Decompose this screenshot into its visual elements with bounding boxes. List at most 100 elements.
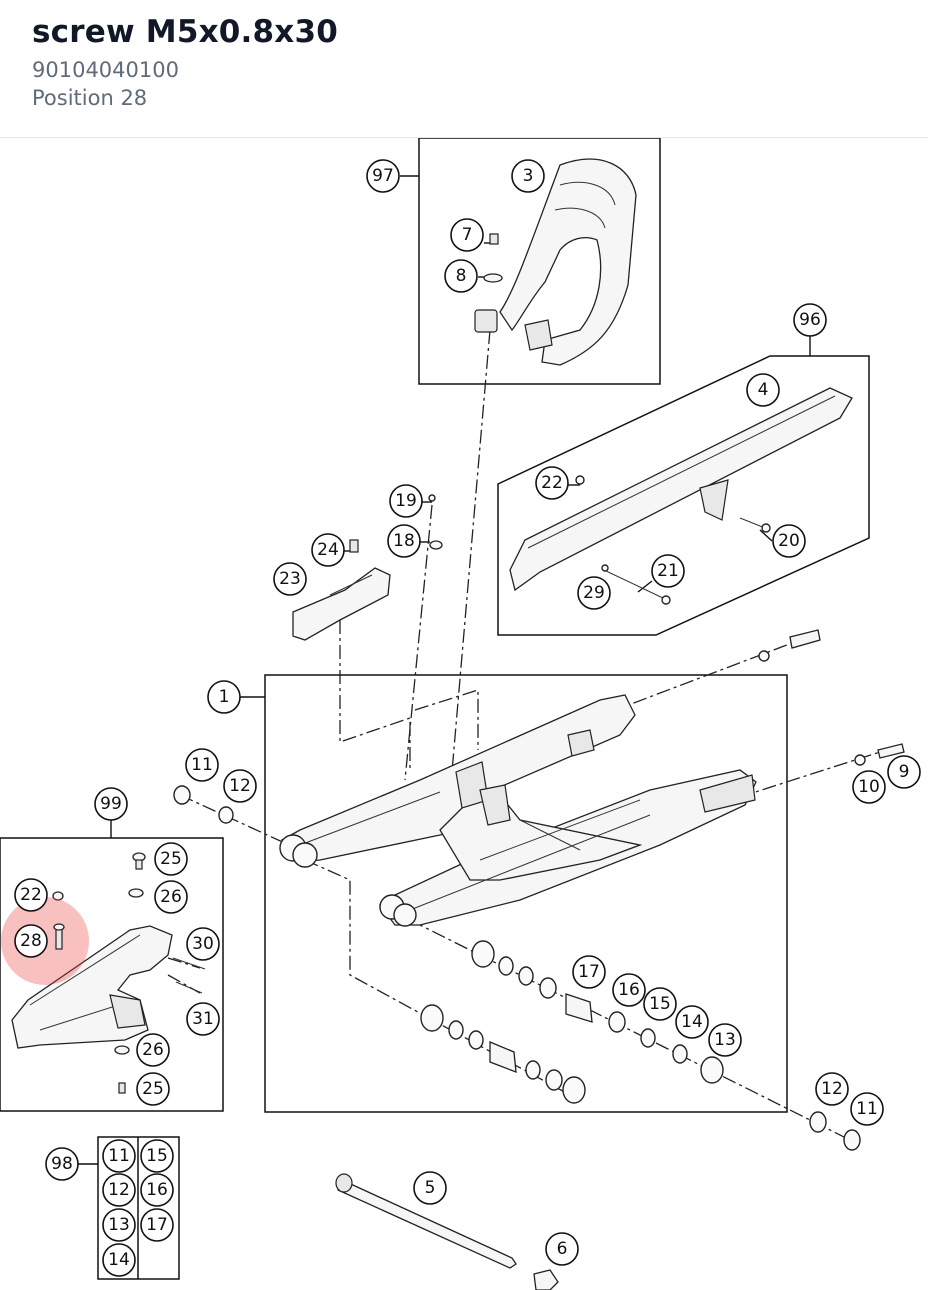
callout-5[interactable]: 5 bbox=[413, 1171, 447, 1205]
callout-17[interactable]: 17 bbox=[572, 955, 606, 989]
callout-7[interactable]: 7 bbox=[450, 218, 484, 252]
svg-text:14: 14 bbox=[108, 1250, 130, 1270]
callout-96[interactable]: 96 bbox=[793, 303, 827, 337]
callout-29[interactable]: 29 bbox=[577, 576, 611, 610]
svg-text:16: 16 bbox=[146, 1180, 168, 1200]
svg-text:1: 1 bbox=[219, 687, 230, 707]
svg-text:3: 3 bbox=[523, 166, 534, 186]
group-box-97 bbox=[418, 138, 661, 385]
callout-30[interactable]: 30 bbox=[186, 927, 220, 961]
svg-text:25: 25 bbox=[142, 1079, 164, 1099]
svg-text:17: 17 bbox=[578, 962, 600, 982]
svg-text:24: 24 bbox=[317, 540, 339, 560]
callout-23[interactable]: 23 bbox=[273, 562, 307, 596]
svg-text:30: 30 bbox=[192, 934, 214, 954]
callout-98-12[interactable]: 12 bbox=[102, 1173, 136, 1207]
svg-text:16: 16 bbox=[618, 980, 640, 1000]
exploded-parts-diagram: 97 3 7 8 96 4 22 20 21 29 19 18 24 23 1 … bbox=[0, 138, 921, 1290]
callout-1[interactable]: 1 bbox=[207, 680, 241, 714]
svg-text:22: 22 bbox=[541, 473, 563, 493]
callout-98-11[interactable]: 11 bbox=[102, 1139, 136, 1173]
callout-31[interactable]: 31 bbox=[186, 1002, 220, 1036]
callout-98-15[interactable]: 15 bbox=[140, 1139, 174, 1173]
chain-slider-part bbox=[292, 494, 443, 641]
svg-text:12: 12 bbox=[108, 1180, 130, 1200]
callout-21[interactable]: 21 bbox=[651, 554, 685, 588]
callout-12-left[interactable]: 12 bbox=[223, 769, 257, 803]
svg-text:26: 26 bbox=[160, 887, 182, 907]
callout-14[interactable]: 14 bbox=[675, 1005, 709, 1039]
svg-text:96: 96 bbox=[799, 310, 821, 330]
callout-4[interactable]: 4 bbox=[746, 373, 780, 407]
callout-97[interactable]: 97 bbox=[366, 159, 400, 193]
svg-text:11: 11 bbox=[108, 1146, 130, 1166]
svg-text:29: 29 bbox=[583, 583, 605, 603]
group-box-1 bbox=[264, 674, 788, 1113]
part-position: Position 28 bbox=[32, 86, 148, 110]
callout-98-16[interactable]: 16 bbox=[140, 1173, 174, 1207]
part-header: screw M5x0.8x30 90104040100 Position 28 bbox=[0, 0, 928, 138]
callout-3[interactable]: 3 bbox=[511, 159, 545, 193]
svg-text:11: 11 bbox=[191, 755, 213, 775]
callout-99[interactable]: 99 bbox=[94, 787, 128, 821]
callout-98[interactable]: 98 bbox=[45, 1147, 79, 1181]
svg-text:12: 12 bbox=[229, 776, 251, 796]
chain-guard-part bbox=[509, 387, 853, 605]
part-number: 90104040100 bbox=[32, 58, 179, 82]
callout-25-bottom[interactable]: 25 bbox=[136, 1072, 170, 1106]
svg-text:18: 18 bbox=[393, 531, 415, 551]
svg-text:22: 22 bbox=[20, 885, 42, 905]
callout-24[interactable]: 24 bbox=[311, 533, 345, 567]
callout-98-14[interactable]: 14 bbox=[102, 1243, 136, 1277]
callout-22-chain-guard[interactable]: 22 bbox=[535, 466, 569, 500]
callout-98-17[interactable]: 17 bbox=[140, 1208, 174, 1242]
svg-text:26: 26 bbox=[142, 1040, 164, 1060]
svg-text:98: 98 bbox=[51, 1154, 73, 1174]
callout-98-13[interactable]: 13 bbox=[102, 1208, 136, 1242]
callout-22-chain-slide[interactable]: 22 bbox=[14, 878, 48, 912]
callout-12-right[interactable]: 12 bbox=[815, 1072, 849, 1106]
svg-text:28: 28 bbox=[20, 931, 42, 951]
chain-guide-part bbox=[474, 158, 637, 366]
callout-26-bottom[interactable]: 26 bbox=[136, 1033, 170, 1067]
svg-text:8: 8 bbox=[456, 266, 467, 286]
swingarm-part bbox=[279, 694, 757, 927]
svg-text:15: 15 bbox=[649, 994, 671, 1014]
svg-text:12: 12 bbox=[821, 1079, 843, 1099]
svg-text:11: 11 bbox=[856, 1099, 878, 1119]
callout-8[interactable]: 8 bbox=[444, 259, 478, 293]
svg-text:99: 99 bbox=[100, 794, 122, 814]
group-box-96 bbox=[497, 355, 870, 636]
callout-15[interactable]: 15 bbox=[643, 987, 677, 1021]
part-title: screw M5x0.8x30 bbox=[32, 14, 339, 50]
svg-text:7: 7 bbox=[462, 225, 473, 245]
callout-16[interactable]: 16 bbox=[612, 973, 646, 1007]
axle-part bbox=[335, 1173, 559, 1290]
svg-text:23: 23 bbox=[279, 569, 301, 589]
svg-text:15: 15 bbox=[146, 1146, 168, 1166]
svg-text:97: 97 bbox=[372, 166, 394, 186]
callout-11-right[interactable]: 11 bbox=[850, 1092, 884, 1126]
svg-text:10: 10 bbox=[858, 777, 880, 797]
callout-13[interactable]: 13 bbox=[708, 1023, 742, 1057]
callout-9[interactable]: 9 bbox=[887, 755, 921, 789]
svg-text:19: 19 bbox=[395, 491, 417, 511]
bearing-rings bbox=[173, 629, 905, 1151]
callout-10[interactable]: 10 bbox=[852, 770, 886, 804]
svg-text:31: 31 bbox=[192, 1009, 214, 1029]
svg-text:13: 13 bbox=[108, 1215, 130, 1235]
svg-text:14: 14 bbox=[681, 1012, 703, 1032]
callout-20[interactable]: 20 bbox=[772, 524, 806, 558]
callout-6[interactable]: 6 bbox=[545, 1232, 579, 1266]
svg-text:6: 6 bbox=[557, 1239, 568, 1259]
svg-text:21: 21 bbox=[657, 561, 679, 581]
callout-25-top[interactable]: 25 bbox=[154, 842, 188, 876]
svg-text:5: 5 bbox=[425, 1178, 436, 1198]
screw-m5-part bbox=[53, 923, 65, 950]
callout-11-left[interactable]: 11 bbox=[185, 748, 219, 782]
callout-28[interactable]: 28 bbox=[14, 924, 48, 958]
callout-18[interactable]: 18 bbox=[387, 524, 421, 558]
callout-26-top[interactable]: 26 bbox=[154, 880, 188, 914]
svg-text:9: 9 bbox=[899, 762, 910, 782]
callout-19[interactable]: 19 bbox=[389, 484, 423, 518]
